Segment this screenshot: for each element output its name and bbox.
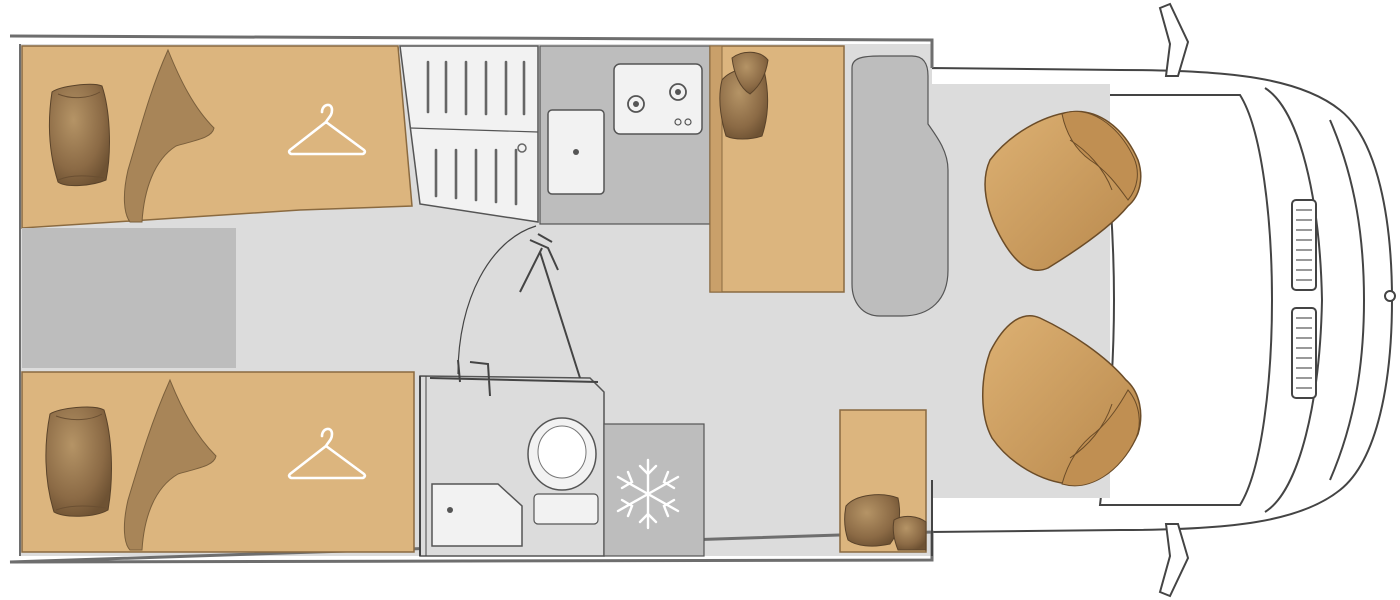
passenger-seat	[982, 315, 1142, 487]
mirror-left	[1158, 2, 1190, 77]
bed-lower	[21, 371, 415, 553]
hanger-icon	[287, 103, 367, 156]
bathroom	[419, 225, 605, 557]
door-swing	[457, 225, 537, 375]
step-platform	[22, 228, 236, 368]
bed-upper	[21, 45, 413, 229]
hanger-icon	[287, 427, 367, 480]
rack-cabinet	[399, 45, 539, 223]
hob-icon	[613, 63, 703, 135]
toilet-icon	[527, 417, 599, 525]
bed-upper-mattress	[21, 45, 413, 229]
badge-emblem	[1384, 290, 1396, 302]
grille-upper	[1291, 199, 1317, 291]
dinette-bench	[709, 45, 845, 293]
bonnet-line	[1264, 87, 1324, 513]
snowflake-icon	[616, 458, 680, 530]
pillow-dinette	[719, 51, 769, 140]
mirror-right	[1158, 523, 1190, 598]
front-bench	[839, 409, 927, 553]
dinette-table	[851, 55, 949, 317]
door-handle	[429, 233, 599, 397]
kitchen-counter	[539, 45, 711, 225]
pillow-lower	[45, 406, 112, 517]
driver-seat	[984, 110, 1142, 271]
shower-tray-icon	[431, 483, 523, 547]
hood-edge	[1329, 119, 1366, 481]
grille-lower	[1291, 307, 1317, 399]
grille-slats	[1296, 209, 1312, 389]
pillow-upper	[49, 83, 110, 187]
fridge	[603, 423, 705, 557]
sink-icon	[547, 109, 605, 195]
bed-lower-mattress	[21, 371, 415, 553]
bed-upper-duvet	[123, 48, 215, 223]
rack-slots	[426, 60, 526, 206]
windshield	[1098, 94, 1274, 506]
bed-lower-duvet	[123, 378, 217, 551]
